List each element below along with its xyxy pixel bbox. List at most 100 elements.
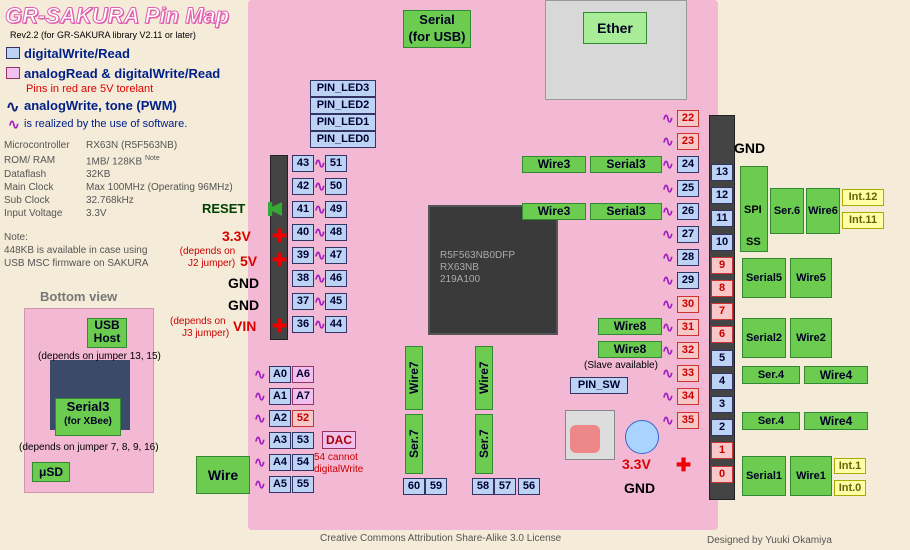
pin-cell: 28 [677, 249, 699, 267]
plus-icon-vin: ✚ [272, 316, 288, 336]
pin-cell: 40 [292, 224, 314, 241]
int12-box: Int.12 [842, 189, 884, 206]
pin-cell: 48 [325, 224, 347, 241]
ser6-box: Ser.6 [770, 188, 804, 234]
reset-button [570, 425, 600, 453]
analog-pin: A7 [292, 388, 314, 405]
bottom-pin: 59 [425, 478, 447, 495]
ether-box: Ether [583, 12, 647, 44]
pin-cell: 51 [325, 155, 347, 172]
bottom-pin: 57 [494, 478, 516, 495]
pin-cell: 12 [711, 187, 733, 205]
analog-pin: 53 [292, 432, 314, 449]
soft-pwm-icon: ∿ [662, 226, 674, 242]
soft-pwm-icon: ∿ [662, 179, 674, 196]
pin-cell: 50 [325, 178, 347, 195]
pin-cell: 1 [711, 442, 733, 460]
wire7-box-a: Wire7 [405, 346, 423, 410]
analog-pin: 52 [292, 410, 314, 427]
author: Designed by Yuuki Okamiya [707, 535, 832, 546]
soft-pwm-icon: ∿ [662, 388, 674, 405]
pin-cell: 13 [711, 164, 733, 181]
legend-pwm: analogWrite, tone (PWM) [24, 98, 177, 113]
plus-icon-5v: ✚ [272, 250, 288, 270]
wire8-box-a: Wire8 [598, 318, 662, 335]
legend-digital: digitalWrite/Read [24, 46, 130, 61]
analog-pin: A0 [269, 366, 291, 383]
pin-cell: 37 [292, 293, 314, 310]
led-label: PIN_LED3 [310, 80, 376, 97]
pin-cell: 34 [677, 388, 699, 406]
pin-cell: 41 [292, 201, 314, 218]
ser4-box-a: Ser.4 [742, 366, 800, 384]
pin-cell: 22 [677, 110, 699, 127]
usb-host-note: (depends on jumper 13, 15) [38, 351, 161, 362]
analog-pin: A1 [269, 388, 291, 405]
v33-right-label: 3.3V [622, 456, 651, 472]
gnd1-label: GND [228, 275, 260, 291]
ser7-box-a: Ser.7 [405, 414, 423, 474]
page-title: GR-SAKURA Pin Map [4, 3, 230, 29]
left-header [270, 155, 288, 340]
soft-pwm-icon: ∿ [662, 295, 674, 312]
serial3-box-b: Serial3 [590, 203, 662, 220]
pin-cell: 42 [292, 178, 314, 195]
plus-icon-right: ✚ [676, 455, 692, 475]
usd-box: μSD [32, 462, 70, 482]
wire-left-box: Wire [196, 456, 250, 494]
chip [428, 205, 558, 335]
wire4-box-b: Wire4 [804, 412, 868, 430]
led-label: PIN_LED1 [310, 114, 376, 131]
pin-cell: 10 [711, 233, 733, 251]
gnd-far-label: GND [734, 140, 766, 156]
led-label: PIN_LED2 [310, 97, 376, 114]
soft-pwm-icon: ∿ [662, 365, 674, 382]
soft-pwm-icon: ∿ [254, 476, 266, 492]
bottom-view-title: Bottom view [40, 289, 118, 304]
pwm-icon: ∿ [314, 270, 326, 286]
analog-pin: A3 [269, 432, 291, 449]
analog-pin: 54 [292, 454, 314, 471]
ser4-box-b: Ser.4 [742, 412, 800, 430]
wire1-box: Wire1 [790, 456, 832, 496]
pin-cell: 38 [292, 270, 314, 287]
serial3-box-a: Serial3 [590, 156, 662, 173]
pwm-icon: ∿ [314, 155, 326, 171]
pin-cell: 33 [677, 365, 699, 383]
reset-icon [268, 202, 282, 216]
serial3-box: Serial3(for XBee) [55, 398, 121, 436]
soft-pwm-icon: ∿ [254, 432, 266, 448]
legend-analog: analogRead & digitalWrite/Read [24, 66, 221, 81]
soft-pwm-icon: ∿ [662, 318, 674, 335]
pin-cell: 5 [711, 349, 733, 367]
pin-cell: 24 [677, 156, 699, 174]
pwm-icon: ∿ [314, 178, 326, 194]
soft-pwm-icon: ∿ [254, 388, 266, 404]
soft-pwm-icon: ∿ [254, 410, 266, 426]
pin-cell: 6 [711, 326, 733, 344]
pin-cell: 25 [677, 179, 699, 197]
pin-cell: 35 [677, 411, 699, 429]
pwm-icon: ∿ [314, 201, 326, 217]
reset-label: RESET [202, 201, 246, 216]
pin-cell: 3 [711, 396, 733, 413]
ser7-box-b: Ser.7 [475, 414, 493, 474]
serial3-note: (depends on jumper 7, 8, 9, 16) [19, 442, 159, 453]
pwm-icon: ∿ [314, 316, 326, 332]
wire8-box-b: Wire8 [598, 341, 662, 358]
soft-pwm-icon: ∿ [8, 116, 20, 132]
int0-box: Int.0 [834, 480, 866, 496]
v5-label: 5V [240, 253, 258, 269]
pwm-icon: ∿ [314, 293, 326, 309]
wire3-box-a: Wire3 [522, 156, 586, 173]
pin-cell: 44 [325, 316, 347, 333]
spi-box [740, 166, 768, 252]
license: Creative Commons Attribution Share-Alike… [320, 533, 562, 544]
pwm-icon: ∿ [6, 99, 20, 116]
soft-pwm-icon: ∿ [662, 249, 674, 266]
analog-pin: A5 [269, 476, 291, 493]
pin-cell: 29 [677, 272, 699, 290]
soft-pwm-icon: ∿ [254, 366, 266, 382]
